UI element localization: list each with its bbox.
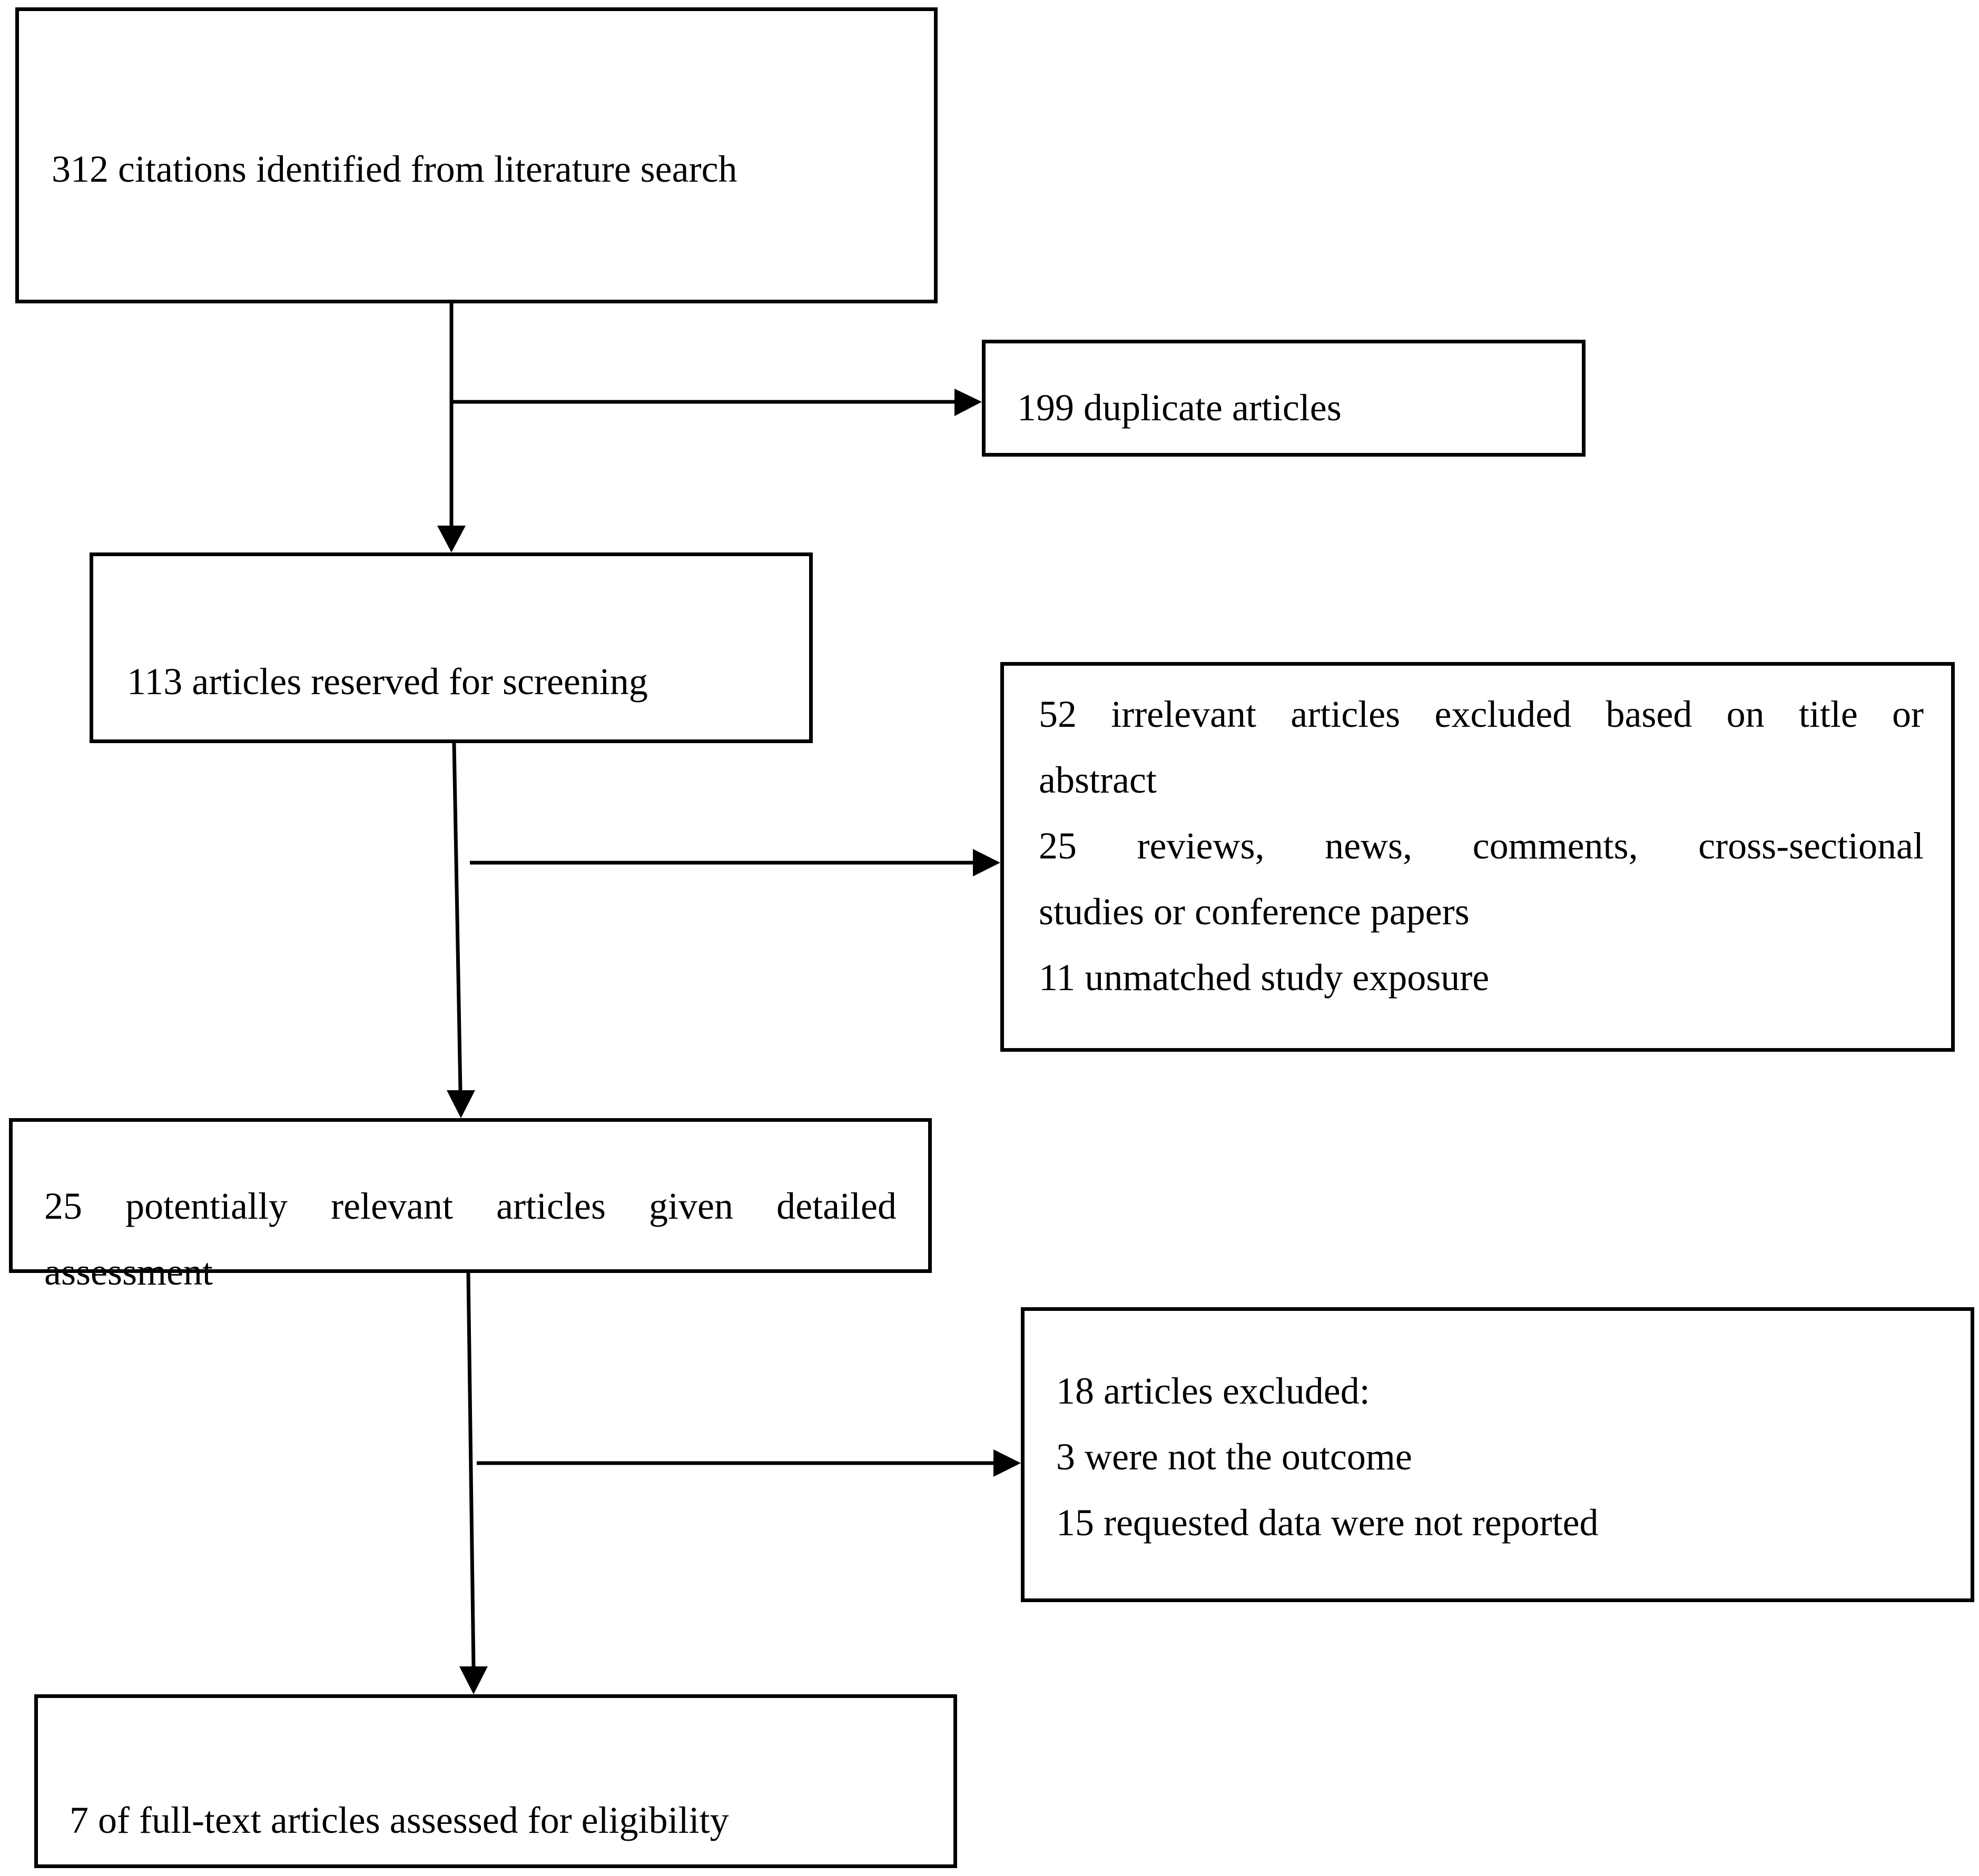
arrowhead-duplicates xyxy=(954,389,982,416)
excluded-assessment-box: 18 articles excluded: 3 were not the out… xyxy=(1021,1307,1974,1602)
not-outcome-text: 3 were not the outcome xyxy=(1056,1436,1412,1478)
excluded-screening-box: 52 irrelevant articles excluded based on… xyxy=(1000,662,1955,1052)
not-reported-text: 15 requested data were not reported xyxy=(1056,1502,1599,1544)
arrowhead-screening xyxy=(437,526,466,552)
reviews-text-line1: 25 reviews, news, comments, cross-sectio… xyxy=(1039,825,1924,867)
identified-box: 312 citations identified from literature… xyxy=(15,7,938,303)
arrowhead-excluded-screening xyxy=(973,849,1000,876)
assessment-text-line2: assessment xyxy=(44,1251,213,1293)
assessment-text-line1: 25 potentially relevant articles given d… xyxy=(44,1185,897,1227)
duplicates-text: 199 duplicate articles xyxy=(1017,387,1342,429)
eligible-box: 7 of full-text articles assessed for eli… xyxy=(34,1694,957,1868)
identified-text: 312 citations identified from literature… xyxy=(52,148,737,190)
assessment-box: 25 potentially relevant articles given d… xyxy=(9,1118,932,1293)
arrowhead-eligible xyxy=(459,1666,488,1694)
arrow-assessment-to-eligible xyxy=(466,1272,476,1667)
arrowhead-assessment xyxy=(447,1090,475,1118)
irrelevant-text-line1: 52 irrelevant articles excluded based on… xyxy=(1039,693,1924,735)
unmatched-text: 11 unmatched study exposure xyxy=(1039,956,1490,999)
irrelevant-text-line2: abstract xyxy=(1039,759,1157,801)
eligible-text: 7 of full-text articles assessed for eli… xyxy=(70,1799,729,1841)
reviews-text-line2: studies or conference papers xyxy=(1039,891,1470,933)
excluded-heading: 18 articles excluded: xyxy=(1056,1370,1370,1412)
arrowhead-excluded-assessment xyxy=(993,1449,1021,1477)
screening-text: 113 articles reserved for screening xyxy=(127,660,648,703)
arrow-screening-to-assessment xyxy=(452,743,462,1091)
screening-box: 113 articles reserved for screening xyxy=(90,552,813,743)
duplicates-box: 199 duplicate articles xyxy=(982,340,1586,457)
